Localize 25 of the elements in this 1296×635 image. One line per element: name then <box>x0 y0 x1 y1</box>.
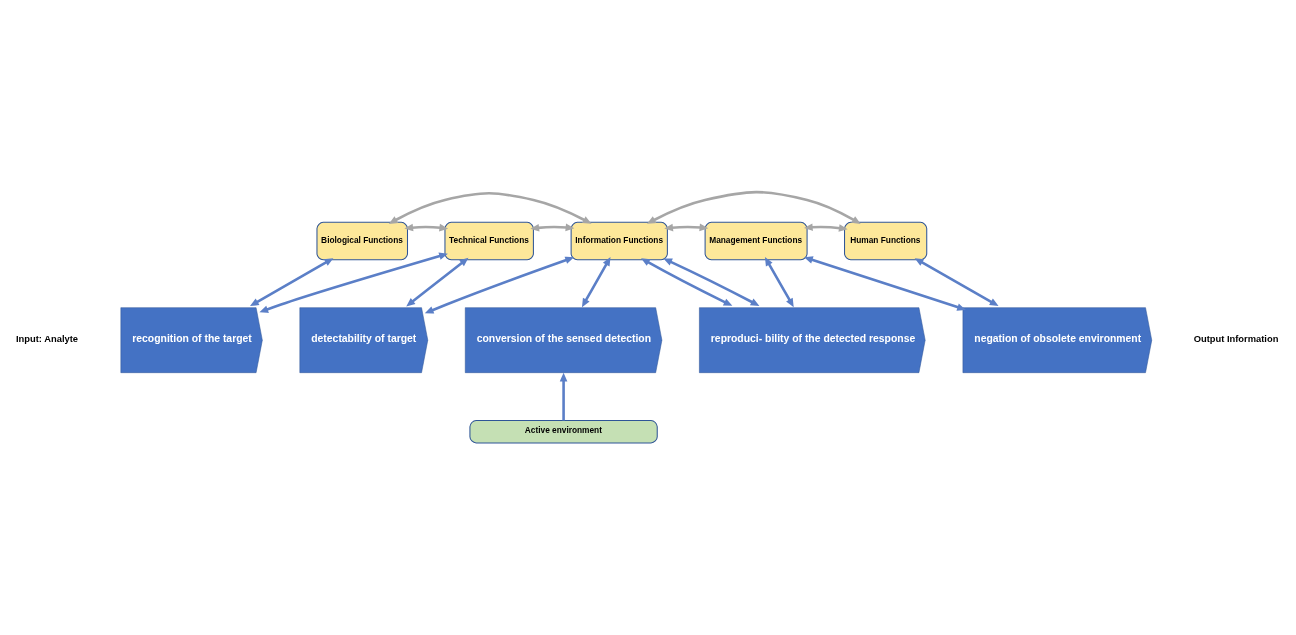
arrow <box>259 252 448 313</box>
arrow <box>404 223 449 232</box>
node-box: Human Functions <box>844 221 928 261</box>
arrow <box>581 256 611 308</box>
arrow <box>803 223 848 232</box>
arrow <box>663 258 760 306</box>
label: Input: Analyte <box>15 333 79 344</box>
arrow <box>250 258 334 307</box>
arrow <box>424 256 575 314</box>
arrow <box>406 257 469 307</box>
node-box: Technical Functions <box>444 221 534 261</box>
label: Output Information <box>1193 333 1279 344</box>
arrow <box>641 258 733 306</box>
arrow <box>646 190 861 224</box>
arrow <box>764 256 794 308</box>
node-box: Management Functions <box>704 221 808 261</box>
arrow <box>388 192 592 224</box>
arrow <box>559 372 568 421</box>
arrow <box>914 258 999 307</box>
arrow <box>804 256 966 311</box>
arrow <box>664 223 709 232</box>
node-box: Active environment <box>469 420 658 444</box>
arrow <box>530 223 575 232</box>
node-box: Biological Functions <box>316 221 408 261</box>
node-box: Information Functions <box>570 221 668 261</box>
